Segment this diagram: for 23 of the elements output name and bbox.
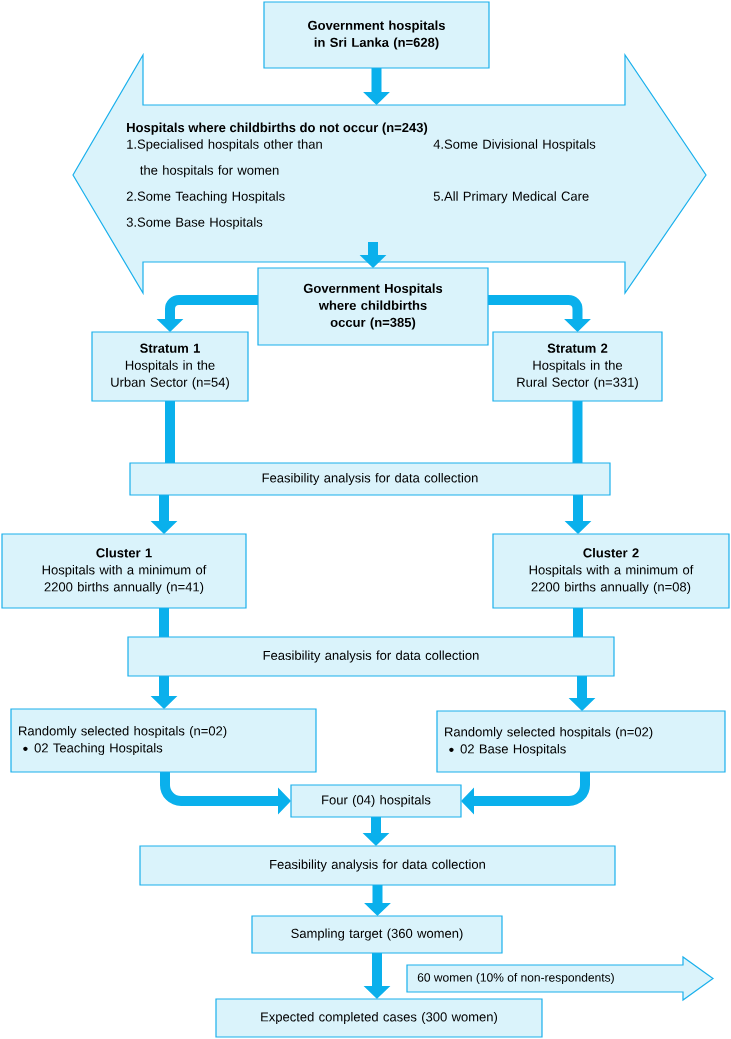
process-box: Four (04) hospitals <box>290 784 462 818</box>
list-item: 1.Specialised hospitals other than the hospitals for women <box>127 139 322 178</box>
process-box: Expected completed cases (300 women) <box>215 998 543 1038</box>
process-box: Feasibility analysis for data collection <box>139 845 616 886</box>
process-box: Government Hospitals where childbirths occur (n=385) <box>257 267 489 346</box>
list-item: 4.Some Divisional Hospitals <box>433 139 596 152</box>
process-box: Government hospitals in Sri Lanka (n=628) <box>263 1 490 69</box>
process-box: Stratum 1 Hospitals in the Urban Sector (n=54) <box>91 331 249 402</box>
process-box: Feasibility analysis for data collection <box>129 462 611 496</box>
process-box: Cluster 2 Hospitals with a minimum of 2200 births annually (n=08) <box>492 533 730 609</box>
process-box: Randomly selected hospitals (n=02) 02 Base Hospitals <box>436 710 726 773</box>
process-box: Randomly selected hospitals (n=02) 02 Teaching Hospitals <box>10 708 317 773</box>
process-box: Feasibility analysis for data collection <box>127 636 615 677</box>
arrow-shaped-box: 60 women (10% of non-respondents) <box>406 955 715 1002</box>
arrow <box>488 295 591 332</box>
process-box: Stratum 2 Hospitals in the Rural Sector (n=331) <box>492 331 663 402</box>
process-box: Sampling target (360 women) <box>251 915 503 954</box>
list-item: 5.All Primary Medical Care <box>433 191 589 204</box>
process-box: Cluster 1 Hospitals with a minimum of 2200 births annually (n=41) <box>1 533 247 609</box>
heading: Hospitals where childbirths do not occur (n=243) <box>127 122 428 135</box>
list-item: 3.Some Base Hospitals <box>126 217 263 230</box>
list-item: 2.Some Teaching Hospitals <box>126 191 285 204</box>
arrow <box>461 772 590 815</box>
